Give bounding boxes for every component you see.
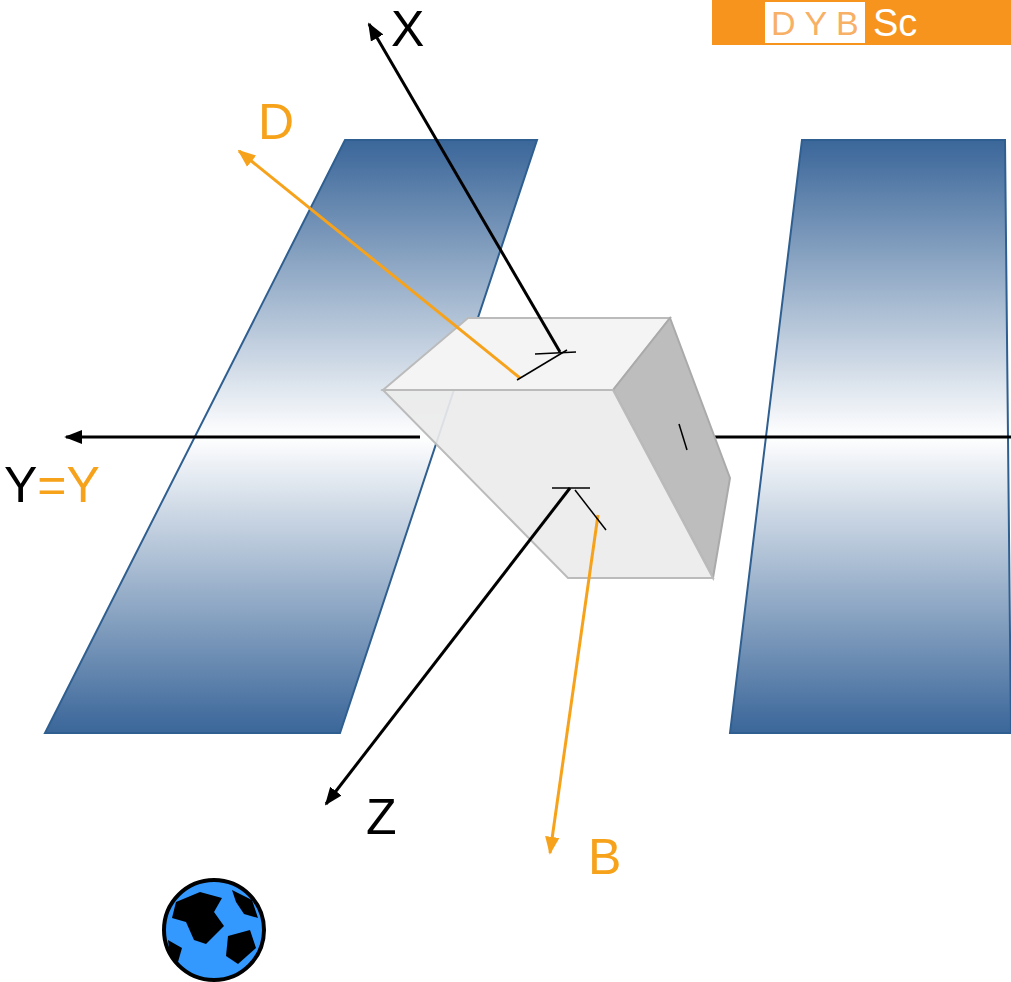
axis-label: Y [4, 460, 37, 510]
axis-label: Y [67, 460, 100, 510]
d-axis-arrow [239, 151, 520, 378]
d-axis-tick [517, 350, 567, 380]
x-axis-arrow [369, 24, 560, 352]
b-axis-tick [575, 490, 606, 530]
box-text: D Y B [771, 6, 859, 40]
earth-icon [164, 880, 264, 980]
y-axis-line [683, 436, 1011, 439]
axis-label: = [37, 460, 66, 510]
label-box: D Y B [765, 2, 865, 43]
body-front-face [383, 390, 713, 578]
x-axis-tick [535, 352, 576, 354]
title-bar: Sc D Y B [712, 0, 1011, 45]
y-axis-arrow [66, 436, 420, 439]
y-axis-tick [679, 424, 687, 450]
axis-label: Z [366, 792, 397, 842]
z-axis-arrow [326, 488, 570, 804]
b-axis-arrow [550, 515, 598, 853]
axis-label: X [391, 4, 424, 54]
z-axis-tick [552, 487, 590, 489]
box-text: Sc [873, 4, 917, 42]
axis-label: B [588, 832, 621, 882]
axis-label: D [258, 97, 294, 147]
